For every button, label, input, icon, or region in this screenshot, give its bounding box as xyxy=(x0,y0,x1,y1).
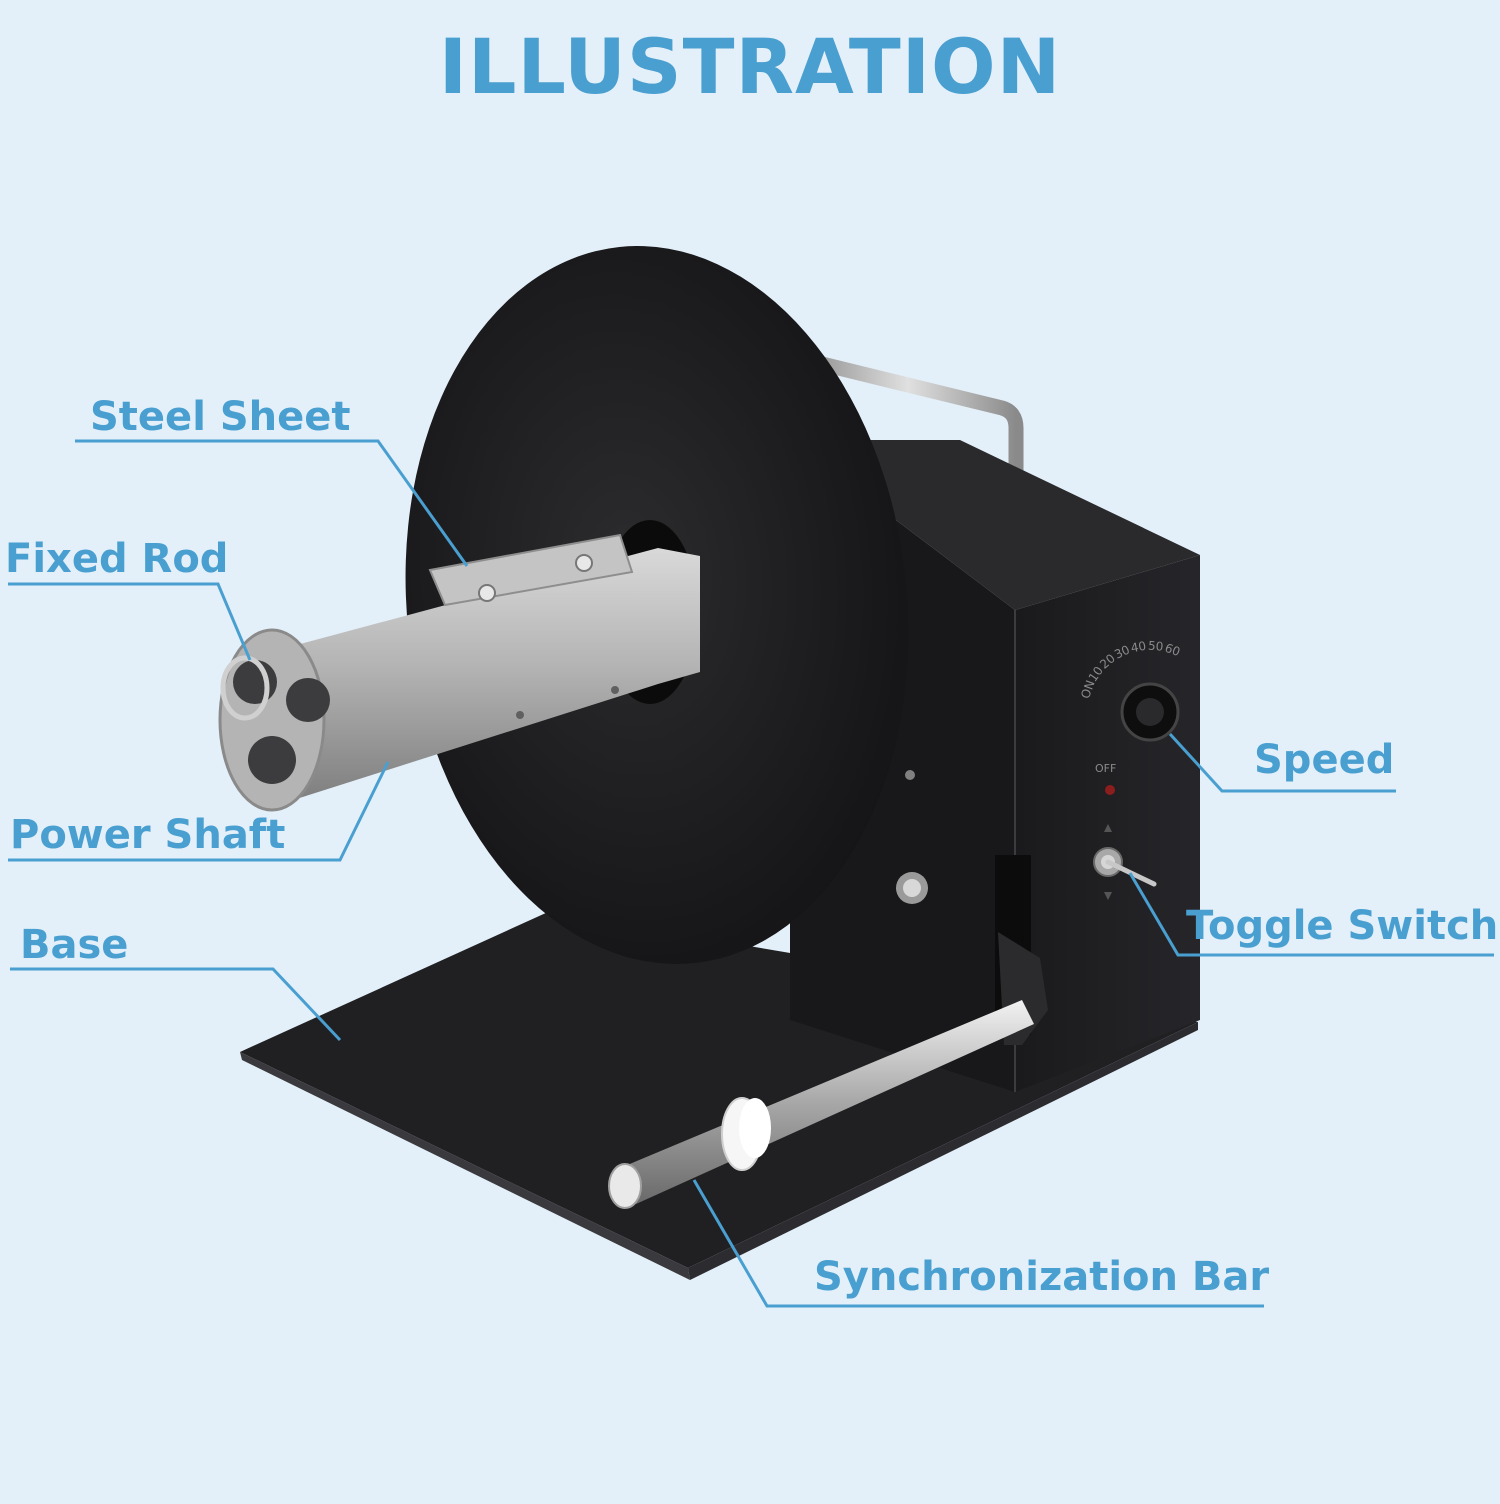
toggle-switch-label: Toggle Switch xyxy=(1186,903,1499,949)
base-label: Base xyxy=(20,922,129,968)
power-indicator-icon xyxy=(1105,785,1115,795)
speed-scale-tick-50: 50 xyxy=(1148,639,1164,654)
speed-label: Speed xyxy=(1254,737,1395,783)
speed-leader xyxy=(1168,732,1396,793)
speed-scale-tick-30: 30 xyxy=(1112,643,1132,662)
speed-knob-icon[interactable] xyxy=(1120,682,1180,742)
steel-sheet-label: Steel Sheet xyxy=(90,394,351,440)
toggle-switch-leader xyxy=(1128,872,1494,957)
speed-scale-tick-60: 60 xyxy=(1163,641,1182,659)
leader-lines xyxy=(8,439,1494,1308)
page-title: ILLUSTRATION xyxy=(438,22,1062,111)
power-shaft xyxy=(218,533,700,812)
fixed-rod-leader xyxy=(8,582,252,661)
speed-scale-off: OFF xyxy=(1095,762,1116,775)
power-shaft-leader xyxy=(8,761,390,862)
fixed-rod-label: Fixed Rod xyxy=(5,536,229,582)
steel-sheet-leader xyxy=(75,439,469,567)
base-leader xyxy=(10,967,342,1042)
synchronization-bar-leader xyxy=(692,1179,1264,1308)
speed-scale-tick-ON: ON xyxy=(1078,678,1097,700)
synchronization-bar xyxy=(608,932,1048,1209)
speed-scale-tick-40: 40 xyxy=(1130,639,1147,655)
toggle-switch-icon[interactable] xyxy=(1093,824,1157,900)
power-shaft-label: Power Shaft xyxy=(10,812,286,858)
synchronization-bar-label: Synchronization Bar xyxy=(814,1254,1270,1300)
